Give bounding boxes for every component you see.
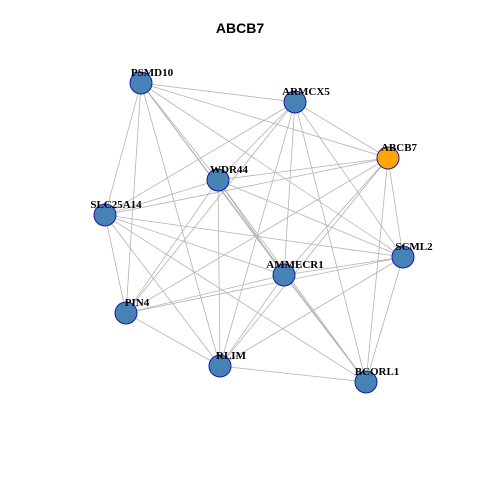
edge-scml2-ammecr1: [283, 256, 404, 276]
node-circle[interactable]: [283, 90, 307, 114]
edge-wdr44-rlim: [217, 179, 221, 367]
node-circle[interactable]: [391, 245, 415, 269]
edge-abcb7-slc25a14: [104, 157, 389, 216]
edge-armcx5-abcb7: [294, 101, 389, 159]
edge-ammecr1-pin4: [125, 274, 285, 314]
node-scml2[interactable]: SCML2: [391, 241, 433, 269]
node-label: SCML2: [395, 241, 433, 253]
node-label: ABCB7: [381, 142, 418, 154]
node-circle[interactable]: [272, 263, 296, 287]
node-slc25a14[interactable]: SLC25A14: [90, 199, 142, 227]
edge-armcx5-scml2: [294, 101, 404, 258]
node-bcorl1[interactable]: BCORL1: [354, 366, 400, 394]
edge-pin4-rlim: [125, 312, 221, 367]
edge-psmd10-bcorl1: [140, 82, 367, 383]
node-circle[interactable]: [129, 71, 153, 95]
node-psmd10[interactable]: PSMD10: [129, 67, 174, 95]
node-abcb7[interactable]: ABCB7: [376, 142, 418, 170]
edge-psmd10-slc25a14: [104, 82, 142, 216]
edge-armcx5-ammecr1: [283, 101, 296, 276]
edge-slc25a14-rlim: [104, 214, 221, 367]
node-label: RLIM: [216, 350, 247, 362]
node-label: AMMECR1: [266, 259, 323, 271]
edge-slc25a14-scml2: [104, 214, 404, 258]
node-wdr44[interactable]: WDR44: [206, 164, 248, 192]
edge-wdr44-pin4: [125, 179, 219, 314]
node-circle[interactable]: [208, 354, 232, 378]
edge-armcx5-pin4: [125, 101, 296, 314]
node-ammecr1[interactable]: AMMECR1: [266, 259, 324, 287]
node-label: BCORL1: [355, 366, 400, 378]
edge-ammecr1-rlim: [219, 274, 285, 367]
edge-wdr44-slc25a14: [104, 179, 219, 216]
edge-abcb7-ammecr1: [283, 157, 389, 276]
graph-title: ABCB7: [215, 20, 265, 36]
node-circle[interactable]: [114, 301, 138, 325]
edge-armcx5-bcorl1: [294, 101, 367, 383]
node-circle[interactable]: [93, 203, 117, 227]
node-label: WDR44: [210, 164, 248, 176]
edge-slc25a14-pin4: [104, 214, 127, 314]
edge-armcx5-slc25a14: [104, 101, 296, 216]
node-label: PIN4: [125, 297, 150, 309]
edge-psmd10-rlim: [140, 82, 221, 367]
edge-abcb7-bcorl1: [365, 157, 389, 383]
node-circle[interactable]: [206, 168, 230, 192]
node-circle[interactable]: [354, 370, 378, 394]
node-armcx5[interactable]: ARMCX5: [282, 86, 330, 114]
node-label: ARMCX5: [282, 86, 330, 98]
edge-abcb7-wdr44: [217, 157, 389, 181]
edge-psmd10-armcx5: [140, 82, 296, 103]
edge-psmd10-wdr44: [140, 82, 219, 181]
edge-wdr44-scml2: [217, 179, 404, 258]
edge-scml2-bcorl1: [365, 256, 404, 383]
edge-scml2-pin4: [125, 256, 404, 314]
edge-abcb7-rlim: [219, 157, 389, 367]
edges-layer: [104, 82, 404, 383]
edge-psmd10-scml2: [140, 82, 404, 258]
edge-rlim-bcorl1: [219, 365, 367, 383]
node-rlim[interactable]: RLIM: [208, 350, 247, 378]
nodes-layer: PSMD10ARMCX5ABCB7WDR44SLC25A14SCML2AMMEC…: [90, 67, 433, 394]
node-label: SLC25A14: [90, 199, 142, 211]
node-circle[interactable]: [376, 146, 400, 170]
node-label: PSMD10: [131, 67, 174, 79]
edge-slc25a14-bcorl1: [104, 214, 367, 383]
edge-armcx5-wdr44: [217, 101, 296, 181]
edge-slc25a14-ammecr1: [104, 214, 285, 276]
node-pin4[interactable]: PIN4: [114, 297, 150, 325]
edge-abcb7-scml2: [387, 157, 404, 258]
edge-ammecr1-bcorl1: [283, 274, 367, 383]
edge-wdr44-ammecr1: [217, 179, 285, 276]
